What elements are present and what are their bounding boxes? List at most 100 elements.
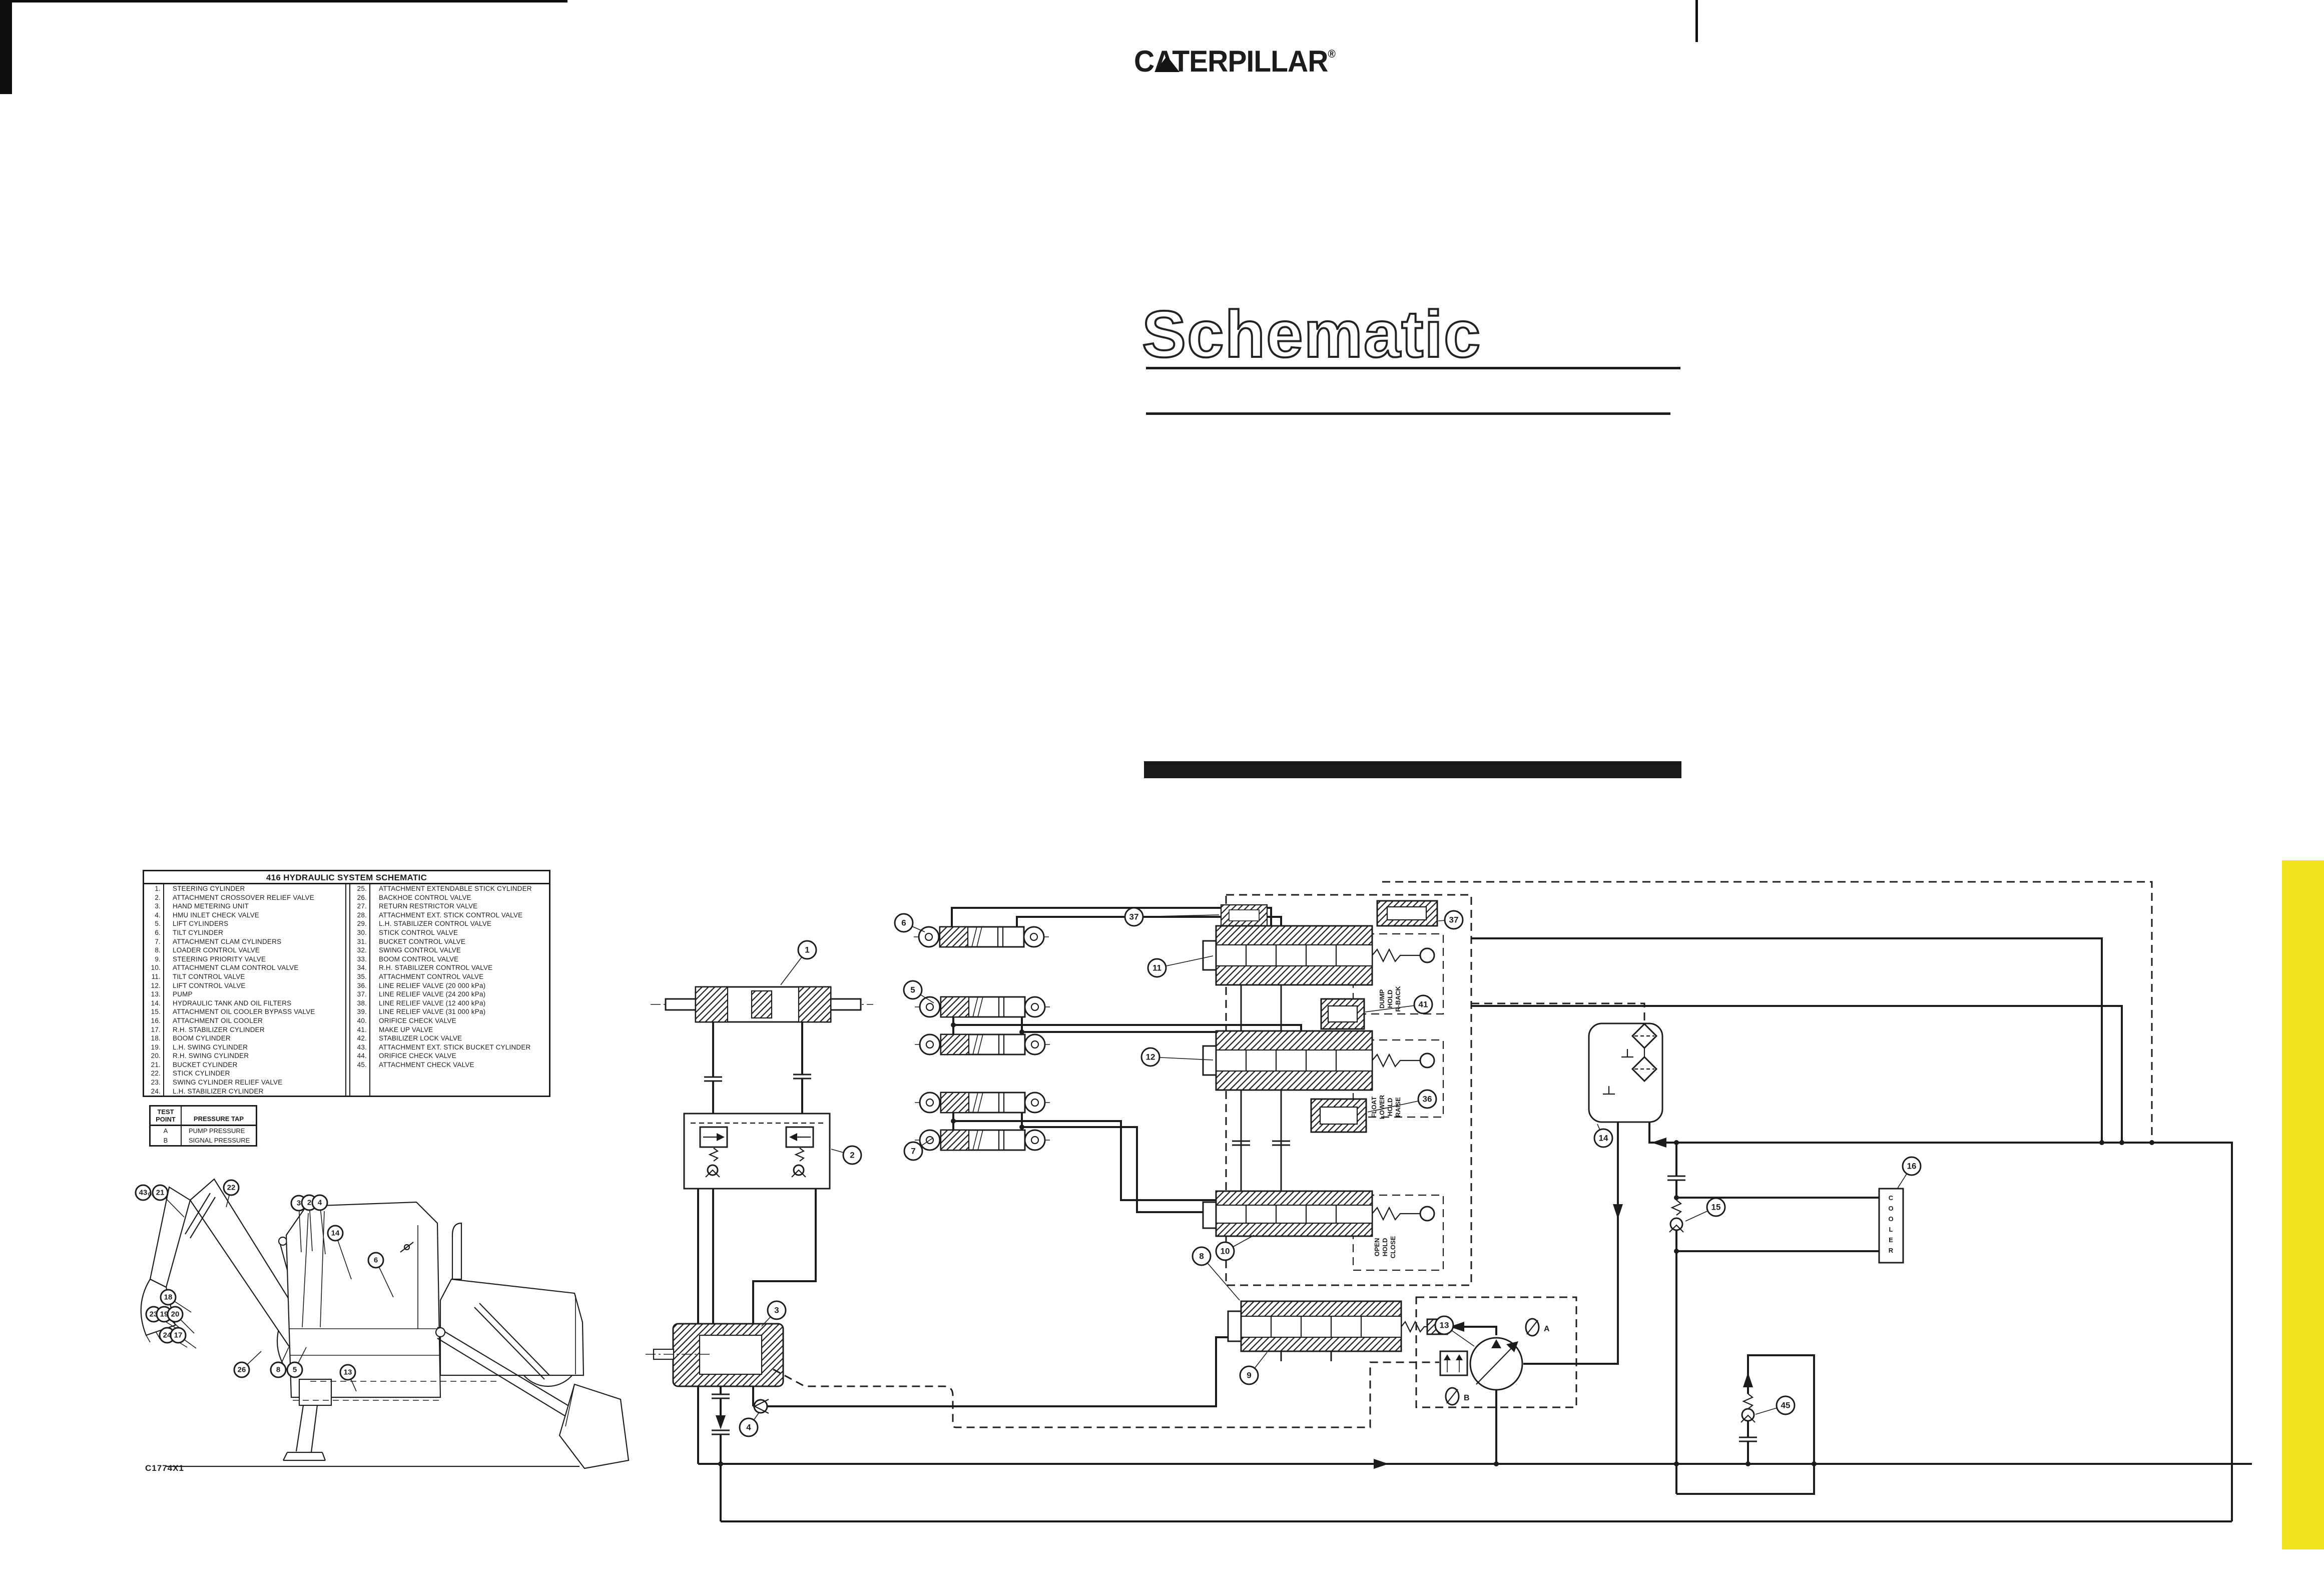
legend-item: 7.ATTACHMENT CLAM CYLINDERS: [144, 937, 345, 946]
callout-circle-12: [1140, 1047, 1160, 1067]
legend-item-number: 10.: [151, 964, 161, 972]
legend-item: 6. TILT CYLINDER: [144, 928, 345, 937]
legend-item: 33.BOOM CONTROL VALVE: [350, 955, 549, 964]
legend-item: 35.ATTACHMENT CONTROL VALVE: [350, 972, 549, 981]
callout-number-1: 1: [805, 945, 809, 955]
legend-item-number: 9.: [155, 955, 161, 963]
legend-item: 43.ATTACHMENT EXT. STICK BUCKET CYLINDER: [350, 1043, 549, 1052]
legend-item-label: STEERING PRIORITY VALVE: [173, 955, 266, 963]
legend-item-number: 26.: [357, 893, 367, 901]
callout-number-10: 10: [1221, 1247, 1230, 1256]
legend-item-label: ATTACHMENT OIL COOLER: [173, 1016, 263, 1024]
legend-item-number: 22.: [151, 1070, 161, 1078]
legend-item-label: ATTACHMENT CROSSOVER RELIEF VALVE: [173, 893, 314, 901]
legend-item-label: ATTACHMENT OIL COOLER BYPASS VALVE: [173, 1008, 315, 1016]
legend-item-label: STICK CONTROL VALVE: [379, 928, 458, 936]
legend-item-number: 32.: [357, 946, 367, 954]
callout-number-6: 6: [374, 1256, 378, 1265]
legend-item-label: STICK CYLINDER: [173, 1070, 230, 1078]
legend-item-number: 15.: [151, 1008, 161, 1016]
legend-item-number: 24.: [151, 1087, 161, 1095]
tilt-spool-label-rback: R-BACK: [1394, 986, 1402, 1012]
legend-item-label: L.H. SWING CYLINDER: [173, 1043, 248, 1051]
callout-number-22: 22: [227, 1184, 236, 1192]
legend-item-number: 28.: [357, 911, 367, 919]
legend-item-label: BOOM CYLINDER: [173, 1034, 231, 1042]
legend-item-number: 35.: [357, 972, 367, 980]
legend-item-label: TILT CONTROL VALVE: [173, 972, 245, 980]
legend-item-label: ATTACHMENT CLAM CYLINDERS: [173, 937, 282, 945]
legend-item: 29.L.H. STABILIZER CONTROL VALVE: [350, 919, 549, 928]
legend-item-number: 39.: [357, 1008, 367, 1016]
callout-number-13: 13: [344, 1368, 352, 1377]
legend-item-number: 27.: [357, 902, 367, 910]
legend-item: 22. STICK CYLINDER: [144, 1069, 345, 1078]
legend-item-label: MAKE UP VALVE: [379, 1025, 433, 1033]
callout-number-37: 37: [1129, 912, 1139, 922]
legend-item-label: ORIFICE CHECK VALVE: [379, 1052, 456, 1060]
legend-item: 5.LIFT CYLINDERS: [144, 919, 345, 928]
callout-number-19: 19: [160, 1310, 169, 1319]
legend-item-number: 23.: [151, 1079, 161, 1087]
legend-item-number: 13.: [151, 990, 161, 998]
legend-item-number: 30.: [357, 928, 367, 936]
legend-item: 37.LINE RELIEF VALVE (24 200 kPa): [350, 990, 549, 999]
legend-item-label: TILT CYLINDER: [173, 928, 224, 936]
callout-number-37: 37: [1449, 915, 1459, 925]
legend-item: 11.TILT CONTROL VALVE: [144, 972, 345, 981]
callout-circle-22: [223, 1179, 240, 1196]
callout-circle-6: [367, 1252, 384, 1269]
legend-item-number: 31.: [357, 937, 367, 945]
callout-circle-17: [170, 1327, 187, 1344]
lift-spool-label-lower: LOWER: [1378, 1095, 1386, 1119]
legend-item-number: 12.: [151, 981, 161, 989]
callout-circle-41: [1413, 994, 1433, 1014]
callout-number-3: 3: [297, 1199, 301, 1208]
legend-item-number: 34.: [357, 964, 367, 972]
legend-item: 14.HYDRAULIC TANK AND OIL FILTERS: [144, 999, 345, 1008]
callout-number-13: 13: [1440, 1321, 1449, 1330]
legend-item: 21.BUCKET CYLINDER: [144, 1060, 345, 1070]
callout-number-45: 45: [1781, 1401, 1791, 1410]
lift-spool-label-float: FLOAT: [1370, 1097, 1378, 1118]
callout-circle-20: [167, 1306, 184, 1323]
callout-circle-37: [1444, 910, 1464, 930]
machine-drawing: [140, 1178, 630, 1469]
hydraulic-schematic: A B: [646, 881, 2252, 1522]
test-point-header: TEST POINT PRESSURE TAP: [151, 1107, 256, 1126]
callout-number-8: 8: [276, 1366, 280, 1374]
callout-circle-10: [1215, 1241, 1235, 1261]
legend-item: 36.LINE RELIEF VALVE (20 000 kPa): [350, 981, 549, 990]
legend-item-number: 14.: [151, 999, 161, 1007]
callout-circle-16: [1902, 1156, 1922, 1176]
legend-item-label: LINE RELIEF VALVE (20 000 kPa): [379, 981, 486, 989]
legend-item-label: R.H. SWING CYLINDER: [173, 1052, 249, 1060]
legend-item-number: 5.: [155, 920, 161, 928]
legend-item-label: L.H. STABILIZER CYLINDER: [173, 1087, 264, 1095]
callout-circle-43: [135, 1184, 152, 1201]
legend-item-number: 6.: [155, 928, 161, 936]
legend-item-number: 42.: [357, 1034, 367, 1042]
scan-fold-mark: [1695, 0, 1698, 42]
test-point-id: B: [151, 1136, 182, 1145]
section-divider-bar: [1144, 761, 1681, 778]
callout-circle-45: [1776, 1395, 1796, 1415]
pressure-tap-col-header: PRESSURE TAP: [193, 1115, 244, 1123]
legend-item-number: 2.: [155, 893, 161, 901]
legend-item-number: 33.: [357, 955, 367, 963]
legend-item: 45.ATTACHMENT CHECK VALVE: [350, 1060, 549, 1070]
callout-number-3: 3: [774, 1306, 779, 1315]
scan-top-line: [0, 0, 567, 3]
section-index-tab: [2282, 860, 2324, 1549]
legend-title: 416 HYDRAULIC SYSTEM SCHEMATIC: [144, 871, 549, 884]
legend-table: 416 HYDRAULIC SYSTEM SCHEMATIC 1.STEERIN…: [143, 870, 550, 1097]
callout-number-20: 20: [171, 1310, 180, 1319]
legend-item-label: PUMP: [173, 990, 193, 998]
callout-number-24: 24: [163, 1331, 172, 1340]
legend-item: 15. ATTACHMENT OIL COOLER BYPASS VALVE: [144, 1007, 345, 1016]
legend-item-label: STEERING CYLINDER: [173, 885, 245, 892]
callout-number-21: 21: [156, 1189, 165, 1197]
